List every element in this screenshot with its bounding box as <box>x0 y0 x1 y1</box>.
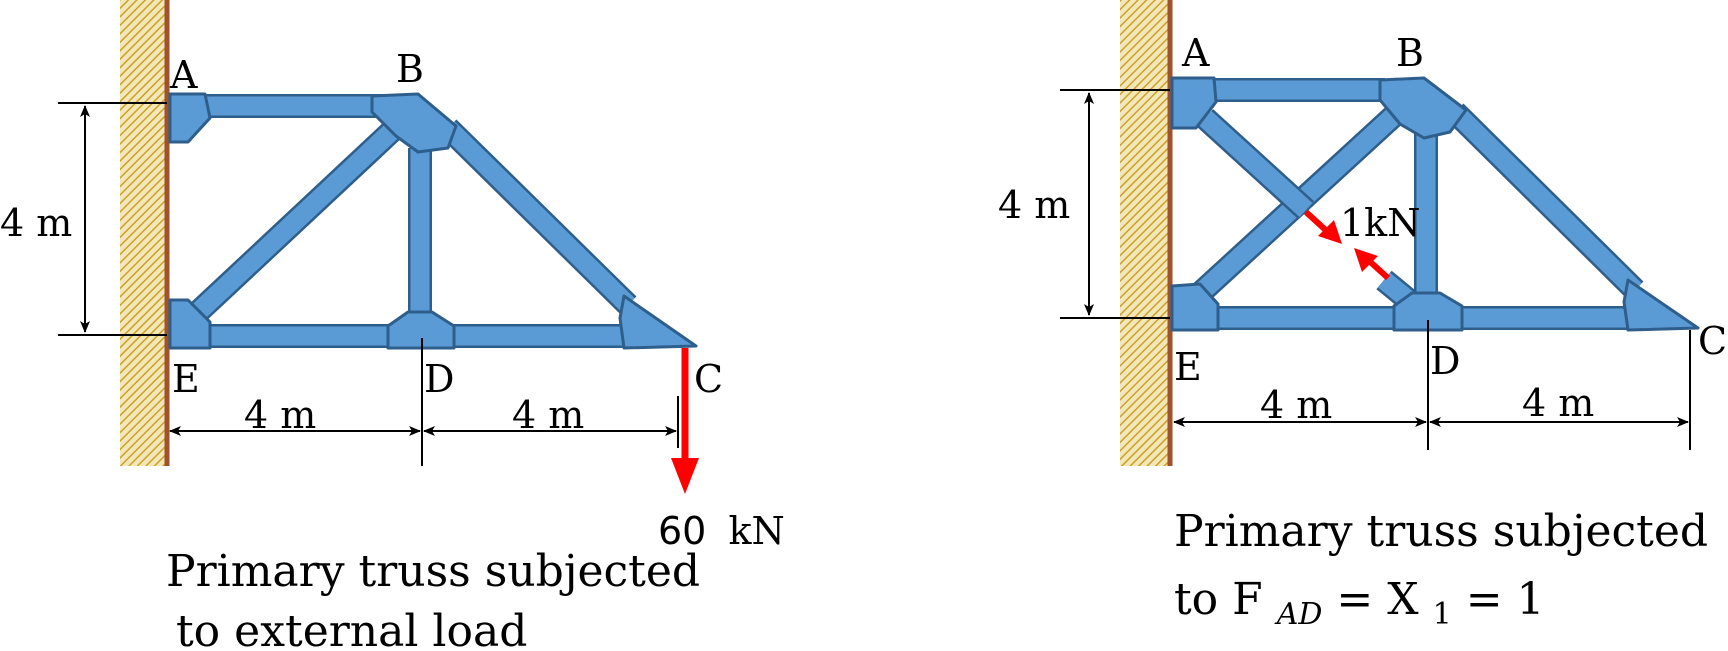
right-gusset-d <box>1392 291 1464 332</box>
left-member-bc <box>439 119 637 314</box>
left-dim-span-left-label: 4 m <box>244 393 316 437</box>
left-gusset-e <box>168 298 212 350</box>
left-joint-a: A <box>169 53 198 97</box>
left-gusset-a <box>168 92 212 144</box>
right-gusset-c <box>1622 278 1700 332</box>
left-joint-c: C <box>694 357 723 401</box>
left-gussets <box>168 92 698 350</box>
right-dim-span-left-label: 4 m <box>1260 383 1332 427</box>
right-dim-height-label: 4 m <box>998 183 1070 227</box>
right-joint-d: D <box>1430 339 1460 383</box>
right-caption-line1: Primary truss subjected <box>1174 506 1708 557</box>
right-joint-c: C <box>1698 319 1727 363</box>
left-members <box>186 94 637 348</box>
right-gussets <box>1170 76 1700 332</box>
left-wall-hatch <box>120 0 166 466</box>
left-joint-e: E <box>172 357 200 401</box>
right-caption-sub-ad: AD <box>1274 597 1323 632</box>
left-load-arrow <box>671 348 699 494</box>
right-joint-a: A <box>1181 31 1210 75</box>
left-gusset-b <box>370 92 458 154</box>
right-unit-load-arrow-down <box>1303 209 1342 244</box>
right-unit-load-arrow-up <box>1354 248 1391 281</box>
left-joint-d: D <box>424 357 454 401</box>
left-load-unit: kN <box>728 509 784 553</box>
left-caption-line1: Primary truss subjected <box>166 546 700 597</box>
right-unit-load-label: 1kN <box>1340 201 1420 245</box>
left-load-value: 60 <box>658 509 706 553</box>
left-load-label: 60 kN <box>658 509 785 553</box>
right-caption-sub-1: 1 <box>1433 597 1452 632</box>
left-truss-figure: 4 m 4 m 4 m A B E D C 60 kN Primary trus… <box>0 0 785 651</box>
left-caption-line2: to external load <box>176 606 527 651</box>
right-wall-hatch <box>1120 0 1168 466</box>
right-caption-prefix: to F <box>1174 574 1263 625</box>
right-member-bc <box>1446 103 1644 299</box>
right-caption-eq1: = X <box>1336 574 1419 625</box>
right-dim-span-right-label: 4 m <box>1522 381 1594 425</box>
left-dim-span-right-label: 4 m <box>512 393 584 437</box>
right-member-ad-upper <box>1196 109 1315 219</box>
right-joint-e: E <box>1174 345 1202 389</box>
right-caption-eq2: = 1 <box>1466 574 1545 625</box>
right-members <box>1186 78 1644 330</box>
left-joint-b: B <box>396 47 424 91</box>
right-gusset-b <box>1378 76 1468 140</box>
right-caption-line2: to F AD = X 1 = 1 <box>1174 574 1545 635</box>
right-truss-figure: 1kN 4 m 4 m 4 m A B E D C Primary truss … <box>998 0 1727 635</box>
left-gusset-d <box>386 310 456 350</box>
left-member-eb <box>186 119 404 324</box>
right-gusset-a <box>1170 76 1218 130</box>
right-joint-b: B <box>1396 31 1424 75</box>
left-gusset-c <box>618 294 698 350</box>
right-gusset-e <box>1170 282 1220 332</box>
left-dim-height-label: 4 m <box>0 201 72 245</box>
